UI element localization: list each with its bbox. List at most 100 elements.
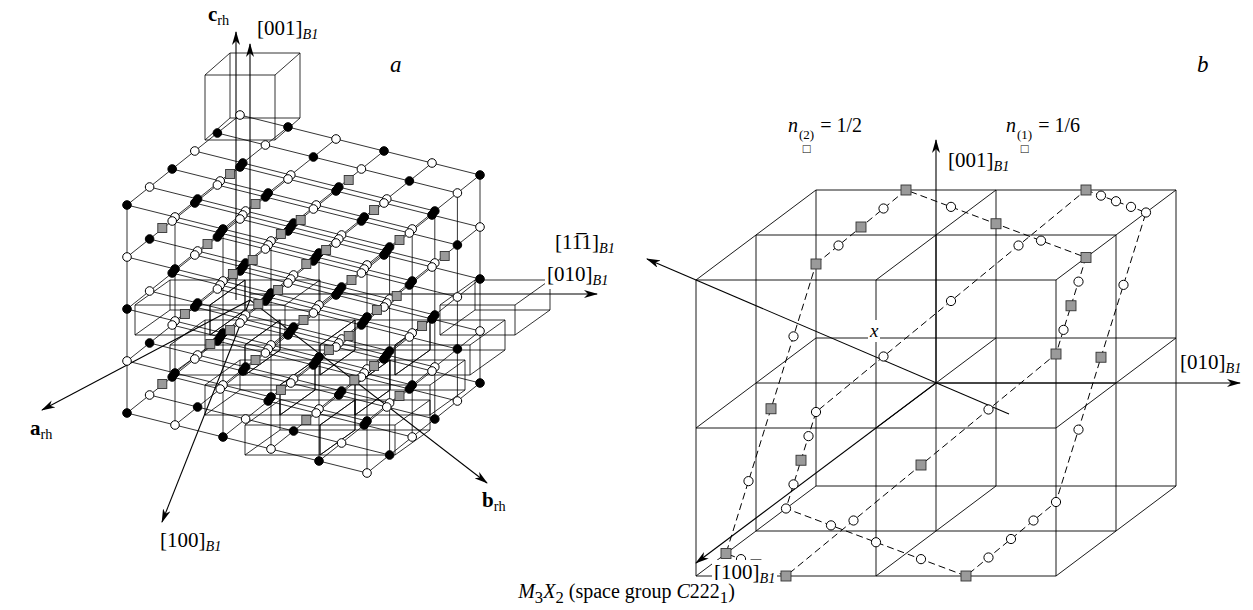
b1-cell-edge <box>245 310 320 311</box>
metal-atom-light <box>453 293 462 302</box>
lattice-row <box>217 341 457 401</box>
panel-letter: b <box>1195 52 1211 78</box>
metal-atom-light <box>1119 280 1128 289</box>
metal-atom-dark <box>284 331 293 340</box>
b1-cell-edge <box>440 305 515 306</box>
b1-cell-edge <box>355 400 356 430</box>
metal-atom-dark <box>123 409 132 418</box>
metal-atom-light <box>946 202 955 211</box>
figure-caption-row: M3X2 (space group C2221) <box>0 580 1253 608</box>
vacancy-square <box>811 259 821 269</box>
lattice-row <box>172 377 412 437</box>
metal-atom-light <box>332 135 341 144</box>
b1-cell-edge <box>275 53 300 75</box>
metal-atom-light <box>405 229 414 238</box>
vacancy-square <box>901 185 911 195</box>
lattice-row <box>150 343 390 403</box>
metal-atom-light <box>1006 534 1015 543</box>
metal-atom-light <box>171 421 180 430</box>
metal-atom-light <box>1036 236 1045 245</box>
metal-atom-light <box>145 287 154 296</box>
vacancy-square <box>324 346 333 355</box>
metal-atom-light <box>241 415 250 424</box>
b1-cell-edge <box>696 280 1056 281</box>
metal-atom-light <box>213 285 222 294</box>
metal-atom-light <box>191 355 200 364</box>
vacancy-square <box>296 216 305 225</box>
lattice-row <box>240 271 480 331</box>
vacancy-square <box>991 219 1001 229</box>
metal-atom-dark <box>309 361 318 370</box>
b1-cell-edge <box>355 360 390 385</box>
metal-atom-dark <box>168 165 177 174</box>
metal-atom-light <box>428 367 437 376</box>
metal-atom-dark <box>261 193 270 202</box>
metal-atom-light <box>123 253 132 262</box>
b1-cell-edge <box>430 390 465 415</box>
b1-cell-edge <box>1056 486 1176 576</box>
lattice-row <box>271 151 384 241</box>
metal-atom-dark <box>264 397 273 406</box>
metal-atom-dark <box>168 373 177 382</box>
vacancy-square <box>302 416 311 425</box>
lattice-row <box>150 291 390 351</box>
lattice-row <box>172 273 412 333</box>
vacancy-square <box>721 549 731 559</box>
metal-atom-dark <box>476 379 485 388</box>
metal-atom-dark <box>380 355 389 364</box>
axis-label: [001]B1 <box>255 16 320 43</box>
metal-atom-light <box>357 165 366 174</box>
b1-cell-edge <box>230 53 300 54</box>
metal-atom-light <box>1126 202 1135 211</box>
lattice-row <box>223 139 336 229</box>
b1-cell-edge <box>475 310 550 311</box>
b1-cell-edge <box>430 320 431 350</box>
metal-atom-light <box>428 159 437 168</box>
b1-cell-edge <box>245 280 246 310</box>
lattice-row <box>172 325 412 385</box>
metal-atom-light <box>332 239 341 248</box>
b1-cell-edge <box>320 425 395 426</box>
vacancy-square <box>180 310 189 319</box>
vacancy-square <box>1081 185 1091 195</box>
b1-cell-edge <box>1056 190 1176 280</box>
metal-atom-dark <box>476 171 485 180</box>
metal-atom-dark <box>332 291 341 300</box>
metal-atom-dark <box>476 275 485 284</box>
b1-cell-edge <box>515 305 516 335</box>
b1-cell-edge <box>300 53 301 118</box>
b1-cell-edge <box>280 400 355 401</box>
b1-cell-edge <box>320 425 321 455</box>
b1-cell-edge <box>430 400 431 430</box>
metal-atom-light <box>804 432 813 441</box>
lattice-row <box>367 279 480 369</box>
b1-axis <box>250 293 597 294</box>
metal-atom-light <box>1074 277 1083 286</box>
b1-cell-edge <box>205 118 230 140</box>
metal-atom-dark <box>380 147 389 156</box>
metal-atom-light <box>1059 325 1068 334</box>
b1-cell-edge <box>475 280 550 281</box>
vacancy-square <box>1081 253 1091 263</box>
axis-label: [11̅1]B1 <box>553 230 617 257</box>
lattice-row <box>127 413 367 473</box>
metal-atom-light <box>284 175 293 184</box>
metal-atom-dark <box>315 457 324 466</box>
vacancy-square <box>158 224 167 233</box>
lattice-row <box>195 255 435 315</box>
axis-label: [100]B1 <box>158 528 223 555</box>
metal-atom-light <box>309 309 318 318</box>
metal-atom-light <box>261 141 270 150</box>
vacancy-square <box>302 260 311 269</box>
b1-axis <box>696 383 936 563</box>
vacancy-square <box>276 230 285 239</box>
b1-cell-edge <box>355 400 356 430</box>
vacancy-square <box>418 322 427 331</box>
metal-atom-light <box>236 111 245 120</box>
axis-label: [010]B1 <box>545 262 610 289</box>
metal-atom-dark <box>123 201 132 210</box>
vacancy-square <box>276 386 285 395</box>
b1-cell-edge <box>320 430 355 455</box>
metal-atom-dark <box>385 451 394 460</box>
b1-cell-edge <box>205 53 230 75</box>
